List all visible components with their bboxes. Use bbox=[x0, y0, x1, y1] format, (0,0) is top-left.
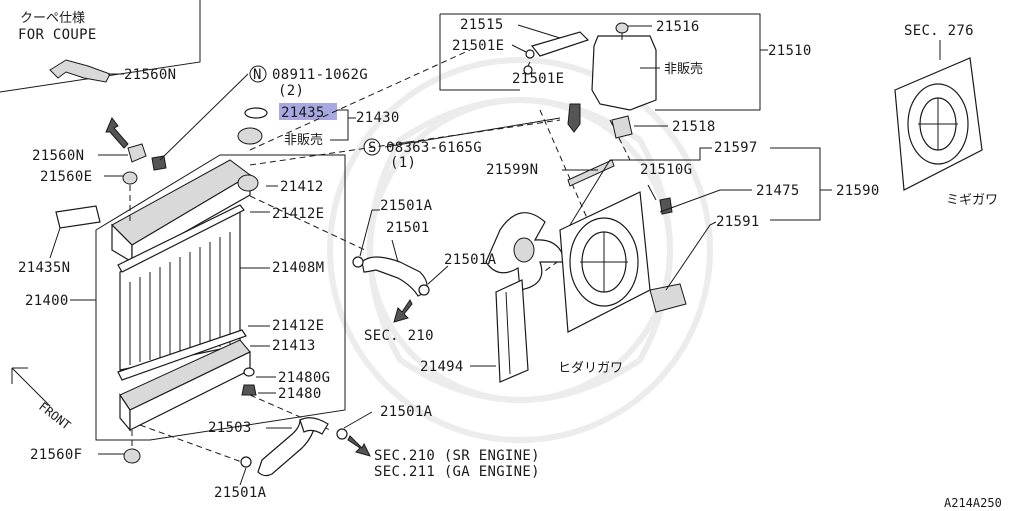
label-sec211-ga[interactable]: SEC.211 (GA ENGINE) bbox=[374, 464, 540, 480]
label-21590[interactable]: 21590 bbox=[836, 183, 880, 199]
coupe-title-en: FOR COUPE bbox=[18, 27, 97, 43]
label-21412[interactable]: 21412 bbox=[280, 179, 324, 195]
reservoir-box bbox=[363, 13, 768, 156]
label-21501e-upper[interactable]: 21501E bbox=[452, 38, 504, 54]
seal-21599n[interactable] bbox=[567, 159, 615, 187]
label-right-side: ミギガワ bbox=[946, 193, 998, 208]
label-21412e-lower[interactable]: 21412E bbox=[272, 318, 324, 334]
clip-21501e-a[interactable] bbox=[525, 49, 535, 59]
mount-21560n[interactable] bbox=[127, 143, 147, 163]
clamp-21501a-lower-right[interactable] bbox=[336, 428, 348, 440]
label-21503[interactable]: 21503 bbox=[208, 420, 252, 436]
mount-21560e[interactable] bbox=[122, 171, 138, 185]
drain-gasket[interactable] bbox=[243, 367, 255, 377]
label-21510g[interactable]: 21510G bbox=[640, 162, 692, 178]
label-21494[interactable]: 21494 bbox=[420, 359, 464, 375]
clamp-21501a-mid[interactable] bbox=[418, 284, 430, 296]
label-08911-qty: (2) bbox=[278, 83, 304, 99]
mount-21560f[interactable] bbox=[123, 448, 141, 464]
label-21599n[interactable]: 21599N bbox=[486, 162, 538, 178]
label-21560n[interactable]: 21560N bbox=[32, 148, 84, 164]
label-sec210-sr[interactable]: SEC.210 (SR ENGINE) bbox=[374, 448, 540, 464]
label-21501a-upper[interactable]: 21501A bbox=[380, 198, 433, 214]
right-side-shroud bbox=[894, 40, 983, 191]
label-not-sold-cap: 非販売 bbox=[284, 132, 323, 148]
label-21560n-coupe[interactable]: 21560N bbox=[124, 67, 176, 83]
label-08911-n: N bbox=[253, 67, 262, 83]
label-08911[interactable]: 08911-1062G bbox=[272, 67, 368, 83]
label-sec276[interactable]: SEC. 276 bbox=[904, 23, 974, 39]
arrow-sec210-211 bbox=[347, 435, 371, 457]
labels: 21560N 21560E 21435N 21400 21560F N 0891… bbox=[18, 17, 1002, 510]
watermark-emblem bbox=[327, 57, 713, 443]
fan-shroud-assembly bbox=[470, 147, 832, 383]
lower-hose bbox=[239, 411, 373, 486]
front-arrow bbox=[11, 367, 51, 407]
label-front: FRONT bbox=[36, 399, 73, 432]
clamp-21501a-upper[interactable] bbox=[352, 256, 364, 268]
coupe-title-jp: クーペ仕様 bbox=[20, 11, 85, 26]
arrow-sec210 bbox=[393, 299, 413, 323]
label-21435[interactable]: 21435 bbox=[281, 105, 325, 121]
side-panel-21494[interactable] bbox=[495, 279, 529, 383]
label-left-side: ヒダリガワ bbox=[558, 361, 623, 376]
radiator-assembly bbox=[70, 154, 346, 441]
label-21501[interactable]: 21501 bbox=[386, 220, 430, 236]
diagram-code: A214A250 bbox=[944, 496, 1002, 510]
coupe-inset: クーペ仕様 FOR COUPE 21560N bbox=[0, 0, 201, 93]
label-21400[interactable]: 21400 bbox=[25, 293, 69, 309]
label-21430[interactable]: 21430 bbox=[356, 110, 400, 126]
label-21501a-bottom[interactable]: 21501A bbox=[214, 485, 267, 501]
label-08363[interactable]: 08363-6165G bbox=[386, 140, 482, 156]
reservoir-cap-21516[interactable] bbox=[615, 22, 629, 34]
bolt-08363[interactable] bbox=[567, 103, 581, 133]
label-21597[interactable]: 21597 bbox=[714, 140, 758, 156]
label-21480g[interactable]: 21480G bbox=[278, 370, 330, 386]
bolt-08911[interactable] bbox=[151, 155, 167, 171]
label-sec210[interactable]: SEC. 210 bbox=[364, 328, 434, 344]
fan-motor-21475[interactable] bbox=[649, 283, 687, 313]
label-21515[interactable]: 21515 bbox=[460, 17, 504, 33]
cap-seal-21435[interactable] bbox=[244, 107, 268, 119]
label-21408m[interactable]: 21408M bbox=[272, 260, 324, 276]
bolt-21510g[interactable] bbox=[659, 197, 673, 215]
label-21435n[interactable]: 21435N bbox=[18, 260, 70, 276]
label-21480[interactable]: 21480 bbox=[278, 386, 322, 402]
label-21412e-upper[interactable]: 21412E bbox=[272, 206, 324, 222]
radiator-cap-group bbox=[237, 103, 356, 145]
label-21413[interactable]: 21413 bbox=[272, 338, 316, 354]
label-plate-21435n[interactable] bbox=[55, 205, 101, 229]
drain-cock[interactable] bbox=[241, 384, 257, 396]
label-21560f[interactable]: 21560F bbox=[30, 447, 82, 463]
seal-upper[interactable] bbox=[117, 204, 245, 273]
label-21501a-mid[interactable]: 21501A bbox=[444, 252, 497, 268]
leader-lines-left bbox=[49, 65, 278, 455]
label-21475[interactable]: 21475 bbox=[756, 183, 800, 199]
label-not-sold-tank: 非販売 bbox=[664, 61, 703, 77]
highlight-21435 bbox=[279, 103, 337, 120]
label-21501a-right[interactable]: 21501A bbox=[380, 404, 433, 420]
reservoir-hose-21515[interactable] bbox=[530, 31, 590, 57]
radiator-cap[interactable] bbox=[237, 127, 263, 145]
clamp-21501a-lower-left[interactable] bbox=[240, 456, 252, 468]
bracket-21518[interactable] bbox=[611, 115, 633, 139]
hose-21501[interactable] bbox=[361, 256, 428, 297]
label-21560e[interactable]: 21560E bbox=[40, 169, 92, 185]
label-21518[interactable]: 21518 bbox=[672, 119, 716, 135]
label-21501e-lower[interactable]: 21501E bbox=[512, 71, 564, 87]
label-21510[interactable]: 21510 bbox=[768, 43, 812, 59]
upper-hose bbox=[352, 209, 449, 323]
upper-outlet bbox=[237, 174, 259, 192]
label-08363-s: S bbox=[368, 140, 377, 156]
reservoir-tank[interactable] bbox=[591, 35, 657, 111]
label-08363-qty: (1) bbox=[390, 155, 416, 171]
left-small-parts bbox=[55, 117, 167, 464]
label-21516[interactable]: 21516 bbox=[656, 19, 700, 35]
direction-arrow bbox=[105, 117, 129, 149]
seal-lower[interactable] bbox=[117, 329, 247, 381]
label-21591[interactable]: 21591 bbox=[716, 214, 760, 230]
bracket-21560n-coupe bbox=[49, 59, 111, 83]
